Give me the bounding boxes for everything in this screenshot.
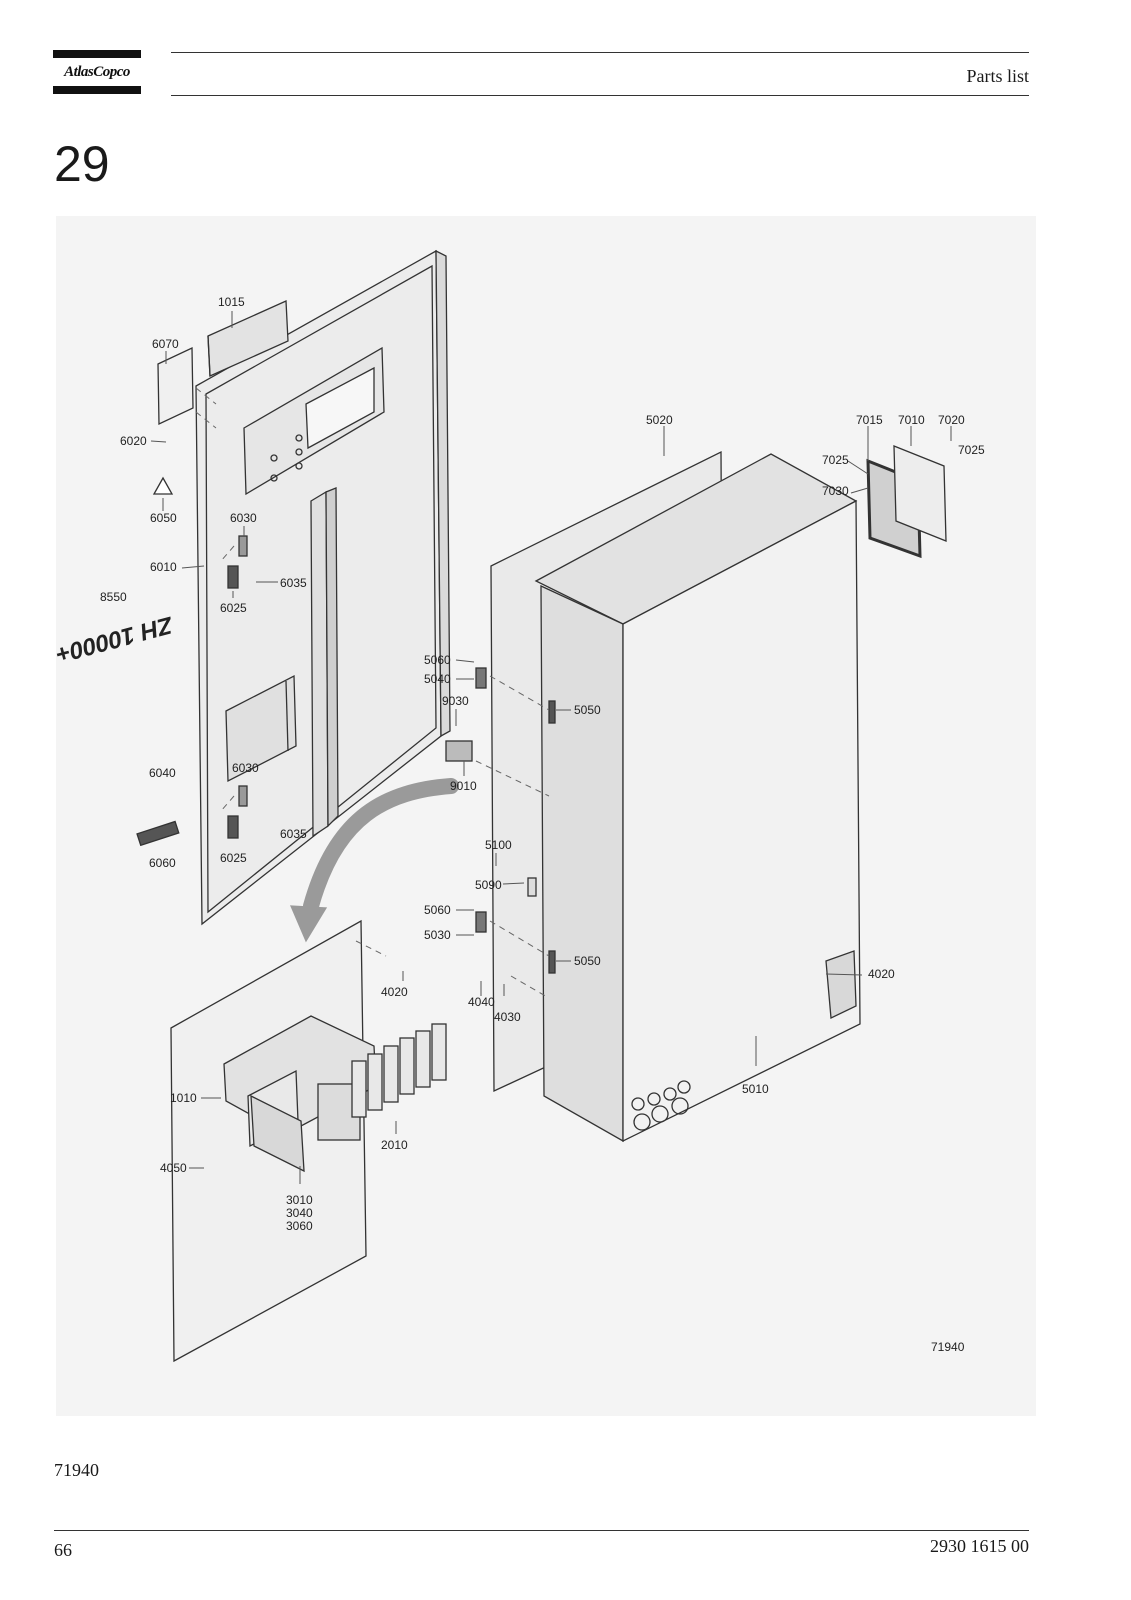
arrow-head <box>289 905 328 943</box>
callout-1015: 1015 <box>218 295 245 309</box>
callout-7010: 7010 <box>898 413 925 427</box>
hinge-6025a <box>227 565 239 589</box>
callout-6025-lower: 6025 <box>220 851 247 865</box>
callout-4030: 4030 <box>494 1010 521 1024</box>
callout-7030: 7030 <box>822 484 849 498</box>
callout-9010: 9010 <box>450 779 477 793</box>
callout-6035-lower: 6035 <box>280 827 307 841</box>
cabinet-body <box>490 450 861 1143</box>
arrow-curve <box>303 778 459 914</box>
callout-6070: 6070 <box>152 337 179 351</box>
callout-5100: 5100 <box>485 838 512 852</box>
callout-5040: 5040 <box>424 672 451 686</box>
callout-5060-upper: 5060 <box>424 653 451 667</box>
callout-6050: 6050 <box>150 511 177 525</box>
callout-7025-left: 7025 <box>822 453 849 467</box>
callout-6010: 6010 <box>150 560 177 574</box>
callout-5050-upper: 5050 <box>574 703 601 717</box>
warning-decal-6050 <box>152 476 174 495</box>
clip-6030b <box>238 785 248 807</box>
callout-5050-lower: 5050 <box>574 954 601 968</box>
callout-6030-upper: 6030 <box>230 511 257 525</box>
decal-zh-10000: ZH 10000+ <box>56 611 176 668</box>
logo-bar-bottom <box>53 86 141 94</box>
grille-9010 <box>445 740 473 762</box>
exploded-parts-diagram: 1015 6070 6020 6050 6030 6010 6025 6035 … <box>56 216 1036 1416</box>
hinge-5030 <box>475 911 487 933</box>
callout-4020-right: 4020 <box>868 967 895 981</box>
callout-6020: 6020 <box>120 434 147 448</box>
decal-6060 <box>136 820 180 847</box>
callout-6030-lower: 6030 <box>232 761 259 775</box>
callout-5090: 5090 <box>475 878 502 892</box>
footer-rule <box>54 1530 1029 1531</box>
callout-9030: 9030 <box>442 694 469 708</box>
logo-bar-top <box>53 50 141 58</box>
callout-5010: 5010 <box>742 1082 769 1096</box>
door-panel <box>195 249 451 926</box>
callout-7025-right: 7025 <box>958 443 985 457</box>
header-title: Parts list <box>966 66 1029 86</box>
callout-6025-upper: 6025 <box>220 601 247 615</box>
callout-3010: 3010 <box>286 1193 313 1207</box>
clip-6030a <box>238 535 248 557</box>
callout-6040: 6040 <box>149 766 176 780</box>
diagram-drawing: 1015 6070 6020 6050 6030 6010 6025 6035 … <box>56 249 985 1363</box>
callout-6060: 6060 <box>149 856 176 870</box>
callout-4020-left: 4020 <box>381 985 408 999</box>
document-number: 2930 1615 00 <box>930 1536 1029 1556</box>
hinge-5050b <box>548 950 556 974</box>
callout-8550: 8550 <box>100 590 127 604</box>
page-number: 66 <box>54 1540 72 1560</box>
callout-1010: 1010 <box>170 1091 197 1105</box>
atlas-copco-logo: AtlasCopco <box>53 50 141 94</box>
drawing-id: 71940 <box>931 1340 965 1354</box>
hinge-5040 <box>475 667 487 689</box>
section-number: 29 <box>54 136 110 192</box>
callout-5030: 5030 <box>424 928 451 942</box>
callout-7020: 7020 <box>938 413 965 427</box>
hinge-5050a <box>548 700 556 724</box>
mounting-plate <box>170 919 447 1363</box>
callout-4040: 4040 <box>468 995 495 1009</box>
plate-5090 <box>527 877 537 897</box>
header-rule-bottom <box>171 95 1029 96</box>
cover-7010 <box>893 445 947 542</box>
plate-6070 <box>157 346 194 426</box>
callout-3040: 3040 <box>286 1206 313 1220</box>
callout-5060-lower: 5060 <box>424 903 451 917</box>
callout-6035-upper: 6035 <box>280 576 307 590</box>
hinge-6025b <box>227 815 239 839</box>
callout-3060: 3060 <box>286 1219 313 1233</box>
callout-4050: 4050 <box>160 1161 187 1175</box>
figure-reference: 71940 <box>54 1460 99 1480</box>
logo-text: AtlasCopco <box>64 64 130 80</box>
header-rule-top <box>171 52 1029 53</box>
callout-7015: 7015 <box>856 413 883 427</box>
callout-2010: 2010 <box>381 1138 408 1152</box>
callout-5020: 5020 <box>646 413 673 427</box>
